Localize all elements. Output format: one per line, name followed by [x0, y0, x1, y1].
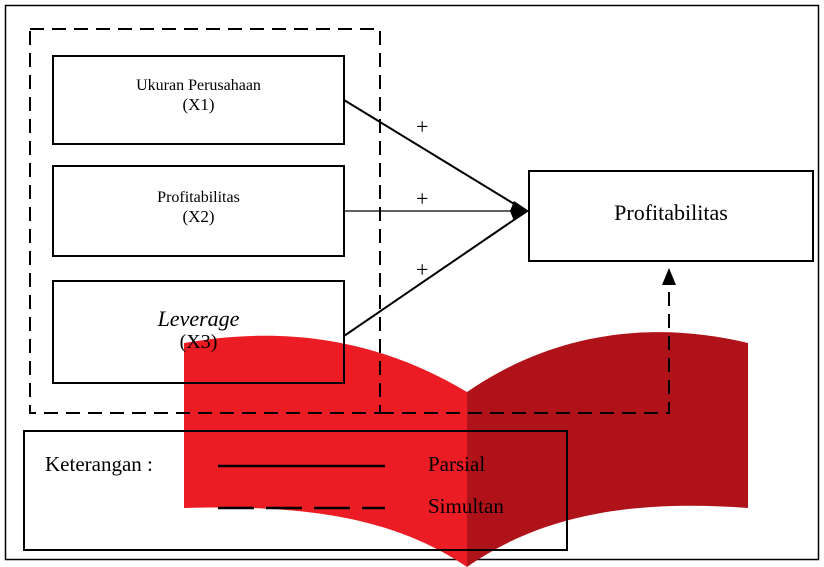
x1-label: Ukuran Perusahaan (X1)	[53, 77, 344, 115]
x2-label: Profitabilitas (X2)	[53, 189, 344, 227]
legend-simultaneous-label: Simultan	[428, 494, 504, 518]
simultaneous-arrowhead	[662, 268, 676, 285]
book-right-page	[467, 332, 748, 567]
arrow-x3-to-y	[343, 212, 525, 337]
x3-code: (X3)	[179, 331, 218, 354]
sign-x1: +	[416, 114, 429, 139]
x3-name: Leverage	[157, 306, 240, 331]
x2-name: Profitabilitas	[157, 189, 240, 206]
x3-label: Leverage (X3)	[53, 306, 344, 354]
arrowhead-y	[510, 201, 529, 221]
simultaneous-arrow	[380, 287, 670, 414]
book-left-page	[184, 335, 467, 567]
book-watermark	[184, 332, 748, 567]
x1-name: Ukuran Perusahaan	[136, 77, 261, 94]
simultaneous-group-box	[29, 28, 381, 414]
box-x1	[52, 55, 345, 145]
sign-x2: +	[416, 186, 429, 211]
box-y	[528, 170, 814, 262]
legend-partial-label: Parsial	[428, 452, 486, 476]
box-x2	[52, 165, 345, 257]
box-x3	[52, 280, 345, 384]
outer-border	[4, 4, 820, 561]
legend-title: Keterangan :	[45, 452, 153, 476]
sign-x3: +	[416, 257, 429, 282]
x1-code: (X1)	[182, 95, 215, 115]
arrow-x1-to-y	[343, 99, 525, 211]
legend-box	[23, 430, 568, 551]
x2-code: (X2)	[182, 207, 215, 227]
y-label: Profitabilitas	[614, 200, 728, 225]
